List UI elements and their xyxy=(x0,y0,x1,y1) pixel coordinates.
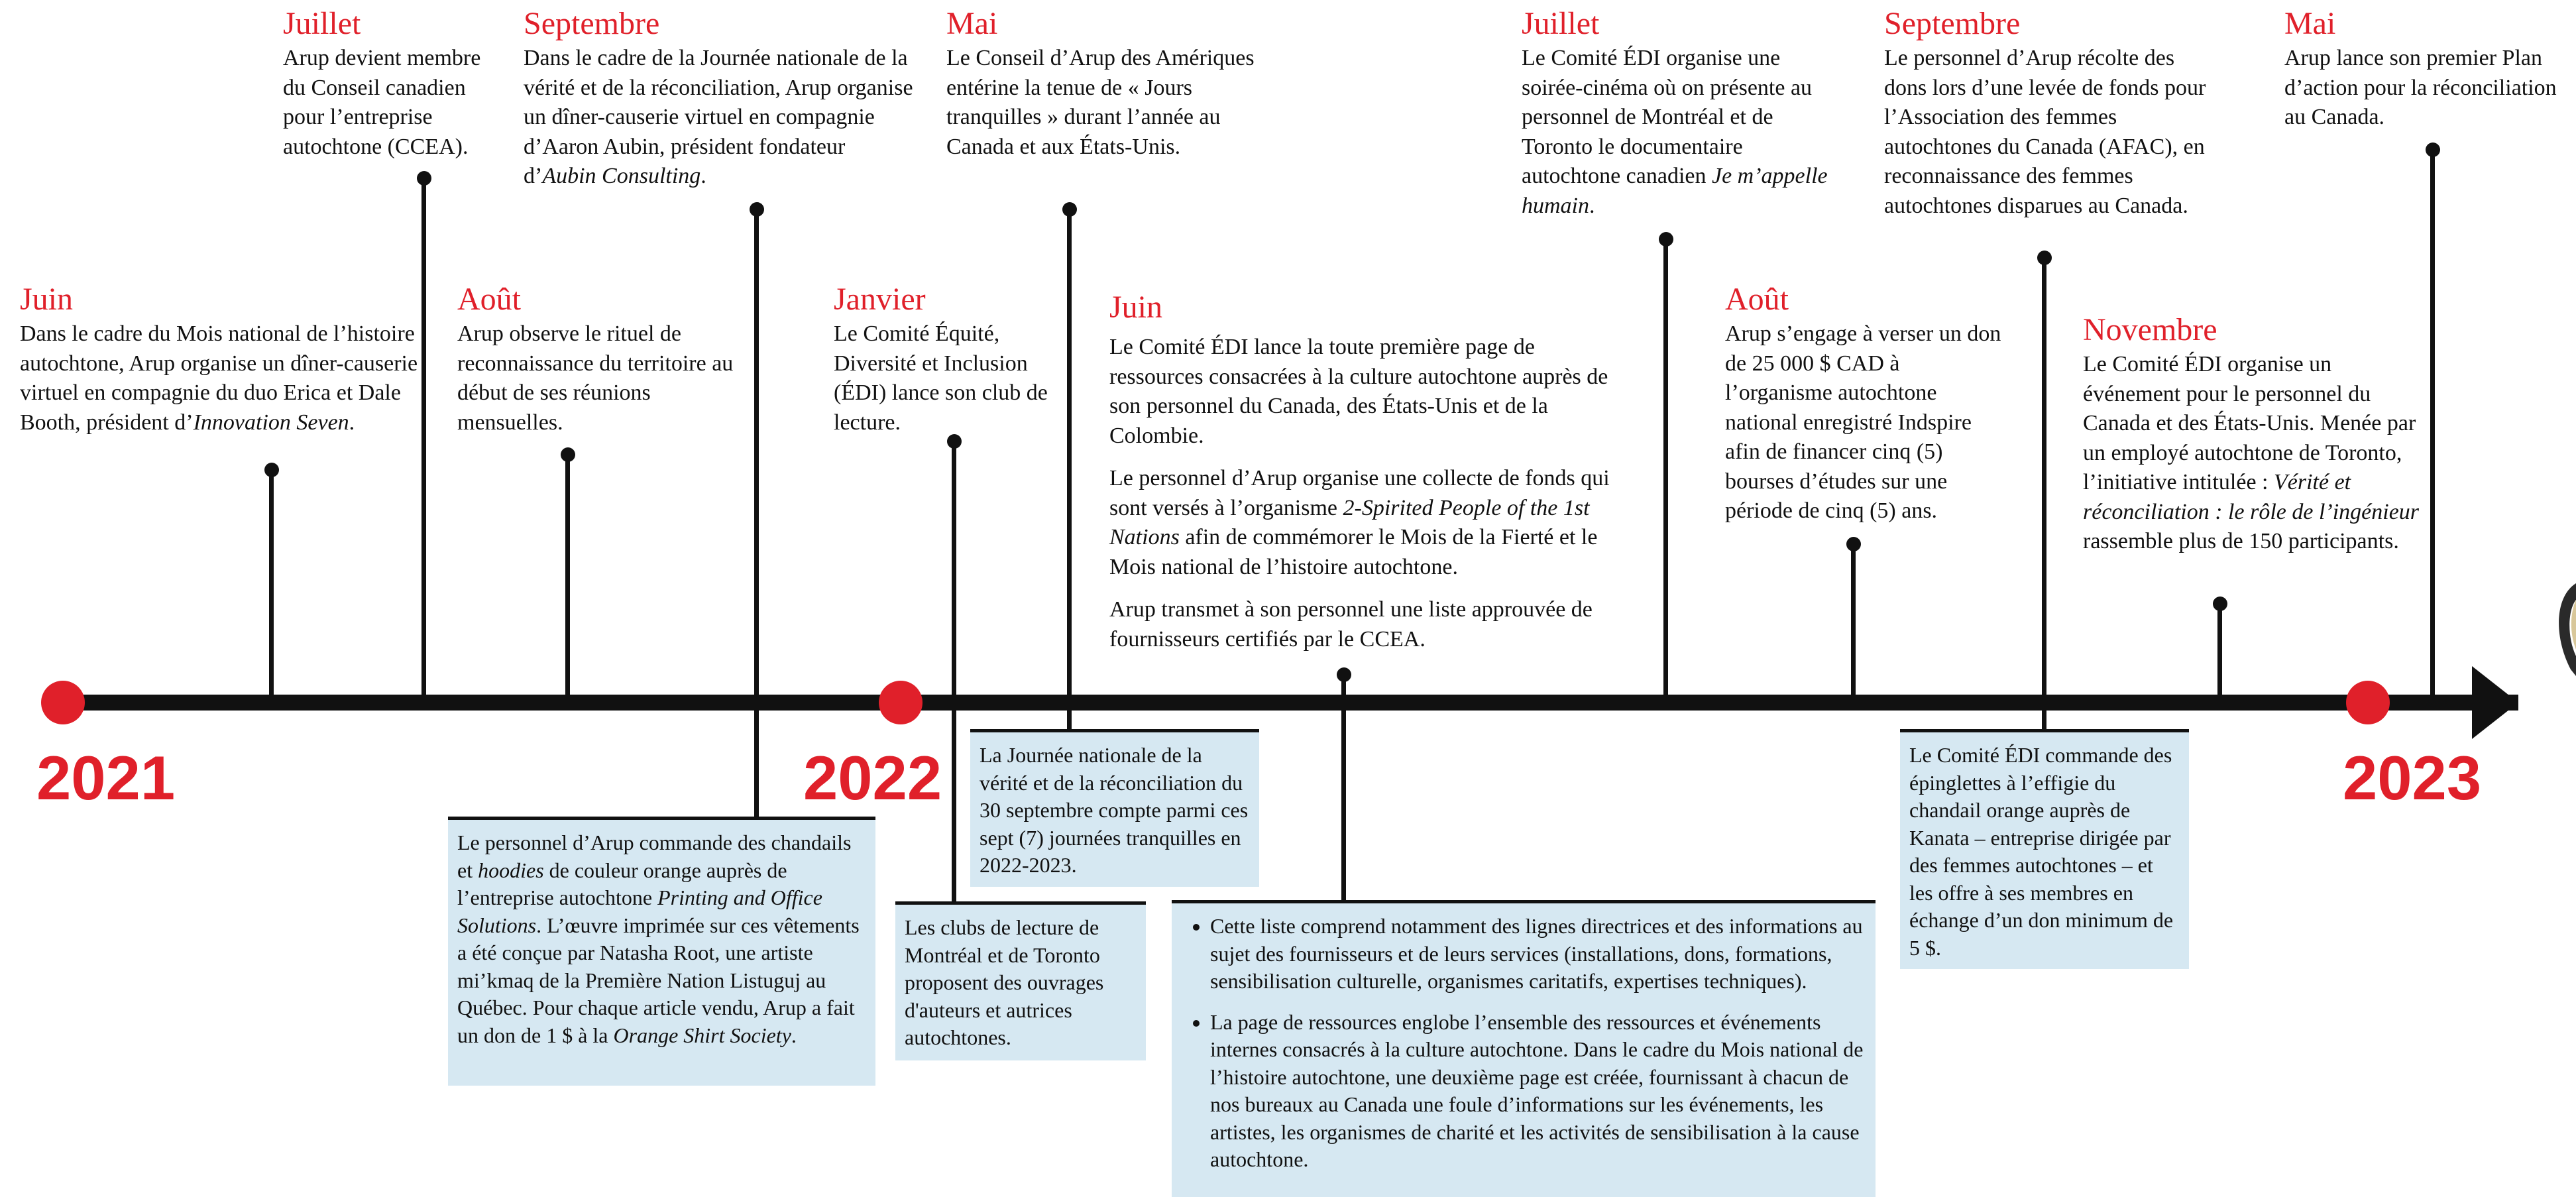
event-paragraph: Arup transmet à son personnel une liste … xyxy=(1109,597,1593,652)
connector-stem xyxy=(1663,239,1668,697)
event-description: Arup s’engage à verser un don de 25 000 … xyxy=(1725,321,2001,523)
event-description: Le personnel d’Arup récolte des dons lor… xyxy=(1884,46,2206,218)
info-box-orange-shirts: Le personnel d’Arup commande des chandai… xyxy=(448,817,875,1086)
info-box-pins: Le Comité ÉDI commande des épinglettes à… xyxy=(1900,729,2189,969)
event-month: Juillet xyxy=(283,6,361,41)
event-month: Mai xyxy=(2284,6,2336,41)
decorative-ring-shape xyxy=(2559,583,2576,676)
event-month: Juillet xyxy=(1522,6,1600,41)
timeline-arrowhead xyxy=(2472,666,2518,739)
event-month: Mai xyxy=(946,6,998,41)
event-paragraph: Le Comité ÉDI lance la toute première pa… xyxy=(1109,335,1608,448)
connector-stem xyxy=(1067,209,1072,732)
connector-dot xyxy=(2037,251,2052,265)
event-description: Le Conseil d’Arup des Amériques entérine… xyxy=(946,46,1255,159)
event-description: Le Comité ÉDI lance la toute première pa… xyxy=(1109,333,1633,654)
connector-stem xyxy=(2217,603,2222,697)
connector-dot xyxy=(1062,202,1077,217)
event-description: Dans le cadre de la Journée nationale de… xyxy=(524,46,913,188)
connector-dot xyxy=(1659,232,1673,247)
connector-dot xyxy=(2213,597,2227,611)
year-label-2023: 2023 xyxy=(2343,743,2482,813)
event-description: Arup devient membre du Conseil canadien … xyxy=(283,46,481,159)
event-month: Novembre xyxy=(2083,312,2217,347)
connector-stem xyxy=(952,441,956,905)
year-label-2022: 2022 xyxy=(803,743,942,813)
event-month: Juin xyxy=(20,282,74,317)
info-box-book-clubs: Les clubs de lecture de Montréal et de T… xyxy=(895,901,1146,1060)
event-month: Août xyxy=(1725,282,1789,317)
event-month: Janvier xyxy=(834,282,926,317)
event-paragraph: Le personnel d’Arup organise une collect… xyxy=(1109,466,1610,579)
bullet-item: Cette liste comprend notamment des ligne… xyxy=(1210,913,1866,996)
info-box-resources-list: Cette liste comprend notamment des ligne… xyxy=(1172,900,1876,1197)
connector-stem xyxy=(269,469,274,697)
connector-stem xyxy=(421,178,426,697)
connector-dot xyxy=(264,463,279,477)
timeline-axis xyxy=(53,695,2518,711)
year-marker-2021 xyxy=(41,681,85,724)
event-description: Le Comité ÉDI organise une soirée-cinéma… xyxy=(1522,46,1828,218)
connector-stem xyxy=(2430,149,2435,697)
connector-stem xyxy=(2042,257,2046,736)
event-description: Le Comité ÉDI organise un événement pour… xyxy=(2083,352,2420,553)
year-label-2021: 2021 xyxy=(36,743,176,813)
event-month: Juin xyxy=(1109,290,1163,325)
connector-dot xyxy=(1846,537,1861,551)
connector-dot xyxy=(1337,667,1351,682)
event-month: Septembre xyxy=(524,6,660,41)
connector-dot xyxy=(2426,142,2440,157)
connector-dot xyxy=(417,171,431,186)
event-description: Dans le cadre du Mois national de l’hist… xyxy=(20,321,418,435)
event-month: Septembre xyxy=(1884,6,2021,41)
connector-stem xyxy=(1341,674,1346,903)
connector-stem xyxy=(754,209,759,819)
event-month: Août xyxy=(457,282,521,317)
event-description: Arup observe le rituel de reconnaissance… xyxy=(457,321,734,435)
bullet-item: La page de ressources englobe l’ensemble… xyxy=(1210,1009,1866,1174)
event-description: Le Comité Équité, Diversité et Inclusion… xyxy=(834,321,1048,435)
connector-dot xyxy=(561,447,575,462)
year-marker-2023 xyxy=(2346,681,2390,724)
year-marker-2022 xyxy=(879,681,923,724)
info-box-quiet-days: La Journée nationale de la vérité et de … xyxy=(970,729,1259,887)
connector-stem xyxy=(565,454,570,697)
connector-dot xyxy=(750,202,764,217)
connector-stem xyxy=(1851,543,1856,697)
connector-dot xyxy=(947,434,962,449)
event-description: Arup lance son premier Plan d’action pou… xyxy=(2284,46,2557,129)
